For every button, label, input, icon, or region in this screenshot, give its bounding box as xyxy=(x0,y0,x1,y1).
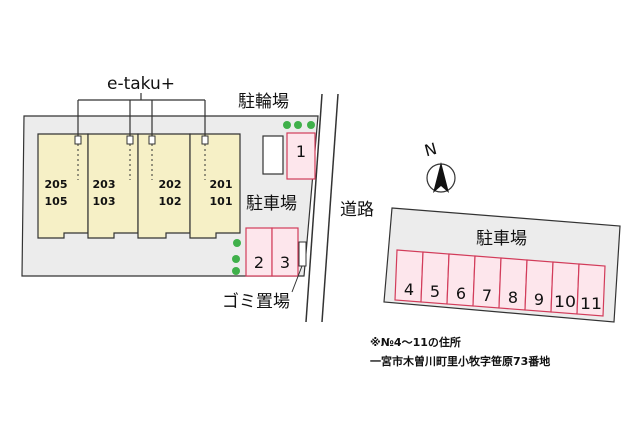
tree-icon xyxy=(307,121,315,129)
parking-space-11 xyxy=(576,263,606,317)
unit-number-203: 203 xyxy=(93,178,116,191)
parking-space-9-label: 9 xyxy=(534,290,544,309)
parking-label: 駐車場 xyxy=(246,194,297,214)
unit-number-105: 105 xyxy=(45,195,68,208)
compass-icon xyxy=(426,162,456,193)
bicycle-parking-label: 駐輪場 xyxy=(238,92,289,112)
road-line-left xyxy=(305,93,323,323)
parking-space-4-label: 4 xyxy=(404,280,414,299)
parking-space-1-label: 1 xyxy=(296,142,306,161)
tree-icon xyxy=(232,267,240,275)
address-note-line2: 一宮市木曽川町里小牧字笹原73番地 xyxy=(370,354,550,368)
unit-number-101: 101 xyxy=(210,195,233,208)
compass-north-label: N xyxy=(422,139,438,160)
etaku-dashed-lines xyxy=(77,144,206,180)
garbage-station-label: ゴミ置場 xyxy=(222,291,290,312)
offsite-parking-label: 駐車場 xyxy=(476,229,527,249)
offsite-parking-spaces xyxy=(394,249,606,317)
building xyxy=(37,133,241,239)
road-line-right xyxy=(321,93,339,323)
road-label: 道路 xyxy=(340,200,374,220)
unit-number-103: 103 xyxy=(93,195,116,208)
parking-space-3-label: 3 xyxy=(280,253,290,272)
building-name-label: e-taku+ xyxy=(107,74,175,94)
parking-space-2-label: 2 xyxy=(254,253,264,272)
parking-space-2 xyxy=(245,227,273,277)
parking-space-5-label: 5 xyxy=(430,282,440,301)
parking-space-7-label: 7 xyxy=(482,286,492,305)
tree-icon xyxy=(294,121,302,129)
parking-space-1 xyxy=(286,132,316,180)
bicycle-rack xyxy=(262,135,284,175)
parking-space-3 xyxy=(271,227,299,277)
parking-space-11-label: 11 xyxy=(580,294,602,313)
tree-icon xyxy=(233,239,241,247)
garbage-leader-line xyxy=(291,265,303,293)
address-note-line1: ※№4～11の住所 xyxy=(370,335,461,349)
etaku-bracket xyxy=(77,93,206,136)
unit-number-202: 202 xyxy=(159,178,182,191)
tree-icon xyxy=(283,121,291,129)
parking-space-10-label: 10 xyxy=(554,292,576,311)
parking-space-6-label: 6 xyxy=(456,284,466,303)
parking-space-8-label: 8 xyxy=(508,288,518,307)
garbage-station xyxy=(298,241,307,267)
unit-number-201: 201 xyxy=(210,178,233,191)
unit-number-102: 102 xyxy=(159,195,182,208)
unit-number-205: 205 xyxy=(45,178,68,191)
tree-icon xyxy=(232,255,240,263)
building-unit-201-101 xyxy=(189,133,241,239)
